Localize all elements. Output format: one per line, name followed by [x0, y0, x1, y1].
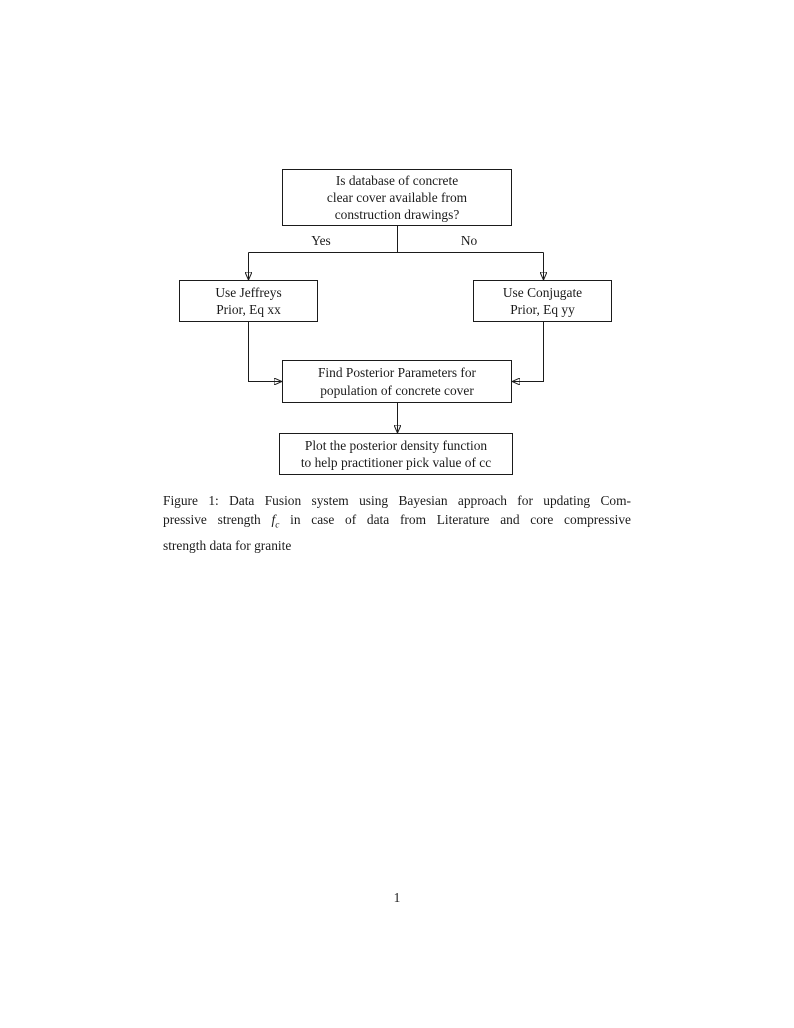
page-number: 1: [393, 890, 401, 905]
node-text-line: Is database of concrete: [335, 172, 459, 188]
flowchart-node-conjugate-prior: Use Conjugate Prior, Eq yy: [473, 280, 612, 322]
caption-line-3: strength data for granite: [163, 538, 292, 554]
flowchart-node-question: Is database of concrete clear cover avai…: [282, 169, 512, 226]
node-text-line: Use Conjugate: [502, 284, 583, 300]
node-text-line: population of concrete cover: [320, 382, 474, 398]
flowchart-node-plot-density: Plot the posterior density function to h…: [279, 433, 513, 475]
node-text-line: construction drawings?: [334, 207, 460, 223]
caption-text: pressive strength: [163, 512, 272, 528]
flowchart: Is database of concrete clear cover avai…: [0, 169, 794, 475]
flowchart-node-jeffreys-prior: Use Jeffreys Prior, Eq xx: [179, 280, 318, 322]
flowchart-connectors: [0, 226, 794, 433]
node-text-line: to help practitioner pick value of cc: [300, 455, 492, 470]
node-text-line: clear cover available from: [326, 189, 468, 205]
node-text-line: Use Jeffreys: [215, 284, 282, 300]
math-fc-subscript: c: [275, 520, 280, 531]
node-text-line: Prior, Eq yy: [510, 302, 575, 317]
caption-text: in case of data from Literature and core…: [279, 512, 631, 528]
node-text-line: Plot the posterior density function: [304, 437, 488, 453]
edge-conjugate-to-posterior: [512, 322, 544, 382]
edge-label-yes: Yes: [309, 233, 333, 249]
caption-line-1: Figure 1: Data Fusion system using Bayes…: [163, 493, 631, 508]
flowchart-node-posterior-parameters: Find Posterior Parameters for population…: [282, 360, 512, 403]
node-text-line: Find Posterior Parameters for: [317, 365, 477, 381]
caption-line-2: pressive strength fc in case of data fro…: [163, 510, 631, 536]
math-fc-variable: f: [271, 512, 276, 528]
edge-label-no: No: [458, 233, 480, 249]
figure-caption: Figure 1: Data Fusion system using Bayes…: [163, 491, 631, 556]
node-text-line: Prior, Eq xx: [216, 302, 281, 317]
edge-jeffreys-to-posterior: [248, 322, 282, 382]
